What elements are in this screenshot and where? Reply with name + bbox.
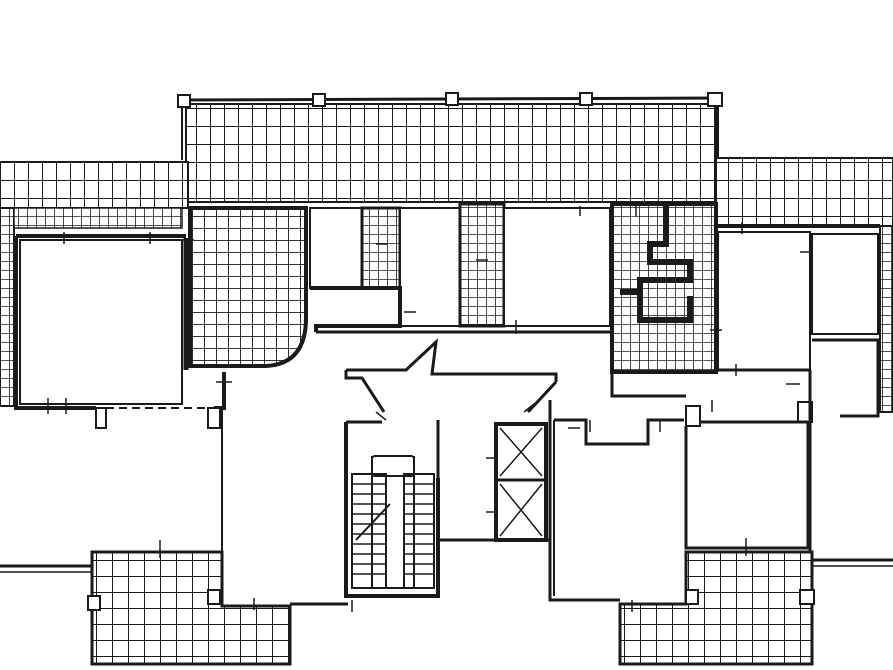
elevator-shafts: [486, 422, 548, 542]
terrace-top: [177, 92, 723, 203]
lower-landing: [290, 400, 684, 606]
terrace-bottom-left: [0, 410, 292, 666]
staircase: [344, 420, 440, 598]
door-marks: [47, 206, 812, 612]
terrace-bottom-right: [618, 550, 815, 666]
bathroom-right-tiles: [610, 202, 718, 374]
kitchen-left-tiles: [183, 206, 308, 370]
central-corridor: [222, 330, 686, 414]
right-lower-rooms: [684, 370, 893, 567]
upper-rooms: [309, 202, 611, 332]
exterior-walls: [14, 234, 226, 429]
right-rooms: [716, 224, 880, 418]
